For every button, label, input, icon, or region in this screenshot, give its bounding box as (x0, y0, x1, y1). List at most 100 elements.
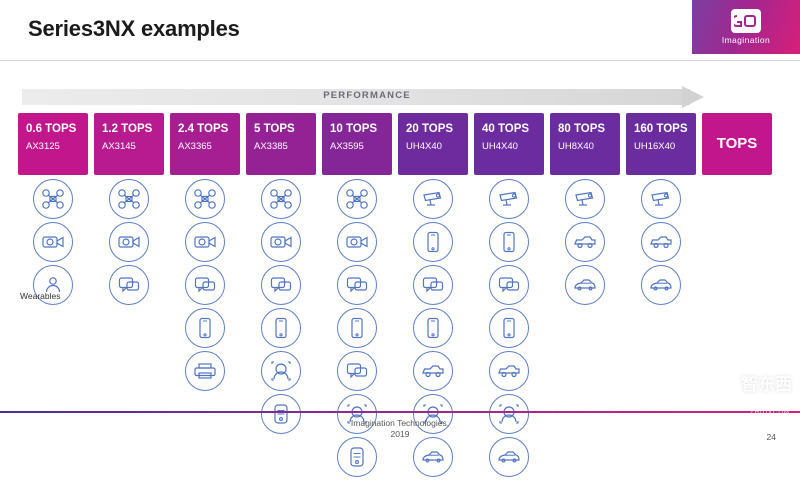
cctv-icon (413, 179, 453, 219)
legend-tops-label: TOPS (716, 135, 758, 152)
watermark-logo-icon (688, 357, 738, 407)
product-column: 1.2 TOPS AX3145 (94, 113, 170, 403)
car-side-icon (641, 222, 681, 262)
camera-icon (33, 222, 73, 262)
chat-icon (337, 265, 377, 305)
cctv-icon (489, 179, 529, 219)
chat-icon (261, 265, 301, 305)
product-chip[interactable]: 0.6 TOPS AX3125 (18, 113, 88, 175)
drone-icon (261, 179, 301, 219)
phone-icon (337, 308, 377, 348)
watermark: 智东西 (672, 354, 792, 410)
camera-icon (261, 222, 301, 262)
chip-tops-label: 160 TOPS (634, 123, 688, 135)
face-icon (413, 394, 453, 434)
footer-line-2: 2019 (390, 429, 410, 439)
camera-icon (185, 222, 225, 262)
column-icon-stack (170, 179, 240, 394)
header-divider (0, 60, 800, 61)
chip-sku-label: AX3125 (26, 141, 60, 152)
footer-divider (0, 411, 800, 413)
product-column: 160 TOPS UH16X40 (626, 113, 702, 403)
phone-icon (489, 222, 529, 262)
chip-tops-label: 2.4 TOPS (178, 123, 229, 135)
product-chip[interactable]: 40 TOPS UH4X40 (474, 113, 544, 175)
chip-tops-label: 0.6 TOPS (26, 123, 77, 135)
chat-icon (413, 265, 453, 305)
cctv-icon (641, 179, 681, 219)
wearables-label: Wearables (20, 291, 61, 301)
brand-logo: Imagination (692, 0, 800, 54)
product-column: 5 TOPS AX3385 (246, 113, 322, 434)
chip-tops-label: 20 TOPS (406, 123, 454, 135)
chat-icon (109, 265, 149, 305)
performance-label: PERFORMANCE (323, 90, 411, 101)
camera-icon (109, 222, 149, 262)
car-front-icon (261, 394, 301, 434)
brand-logo-text: Imagination (721, 35, 771, 45)
chat-icon (489, 265, 529, 305)
chip-tops-label: 40 TOPS (482, 123, 530, 135)
column-icon-stack (550, 179, 620, 308)
phone-icon (413, 222, 453, 262)
car-top-icon (413, 437, 453, 477)
page-title: Series3NX examples (28, 16, 240, 41)
car-side-icon (489, 351, 529, 391)
chip-tops-label: 1.2 TOPS (102, 123, 153, 135)
column-icon-stack (246, 179, 316, 437)
imagination-logo-icon (731, 9, 761, 33)
product-chip[interactable]: 160 TOPS UH16X40 (626, 113, 696, 175)
cctv-icon (565, 179, 605, 219)
right-arrow-icon (682, 86, 704, 108)
chat-icon (185, 265, 225, 305)
watermark-text: 智东西 (741, 374, 792, 394)
product-column: 2.4 TOPS AX3365 (170, 113, 246, 403)
phone-icon (489, 308, 529, 348)
product-chip[interactable]: 1.2 TOPS AX3145 (94, 113, 164, 175)
chip-sku-label: AX3595 (330, 141, 364, 152)
drone-icon (33, 179, 73, 219)
person-icon (33, 265, 73, 305)
chip-sku-label: AX3145 (102, 141, 136, 152)
phone-icon (261, 308, 301, 348)
car-side-icon (565, 222, 605, 262)
phone-icon (185, 308, 225, 348)
printer-icon (185, 351, 225, 391)
car-front-icon (337, 437, 377, 477)
drone-icon (337, 179, 377, 219)
car-top-icon (641, 265, 681, 305)
phone-icon (413, 308, 453, 348)
page-number: 24 (766, 432, 776, 442)
chat-icon (337, 351, 377, 391)
product-chip[interactable]: 5 TOPS AX3385 (246, 113, 316, 175)
product-column: 40 TOPS UH4X40 (474, 113, 550, 477)
column-icon-stack (18, 179, 88, 308)
chip-tops-label: 5 TOPS (254, 123, 295, 135)
face-icon (489, 394, 529, 434)
chip-sku-label: AX3365 (178, 141, 212, 152)
performance-arrow: PERFORMANCE (22, 86, 712, 108)
product-column: 0.6 TOPS AX3125 (18, 113, 94, 403)
chip-sku-label: UH16X40 (634, 141, 676, 152)
product-chip[interactable]: 2.4 TOPS AX3365 (170, 113, 240, 175)
camera-icon (337, 222, 377, 262)
face-icon (337, 394, 377, 434)
legend-column: TOPS (702, 113, 778, 403)
footer-text: Imagination Technologies, 2019 (0, 418, 800, 440)
chip-sku-label: AX3385 (254, 141, 288, 152)
column-icon-stack (474, 179, 544, 480)
footer-line-1: Imagination Technologies, (350, 418, 450, 428)
column-icon-stack (626, 179, 696, 308)
legend-tops-chip: TOPS (702, 113, 772, 175)
performance-arrow-bar (22, 89, 690, 105)
product-columns: 0.6 TOPS AX3125 1.2 TOPS AX3145 2.4 TOPS AX33… (18, 113, 788, 477)
chip-sku-label: UH4X40 (482, 141, 518, 152)
watermark-subtext: ZHIDXCOM (750, 410, 790, 416)
